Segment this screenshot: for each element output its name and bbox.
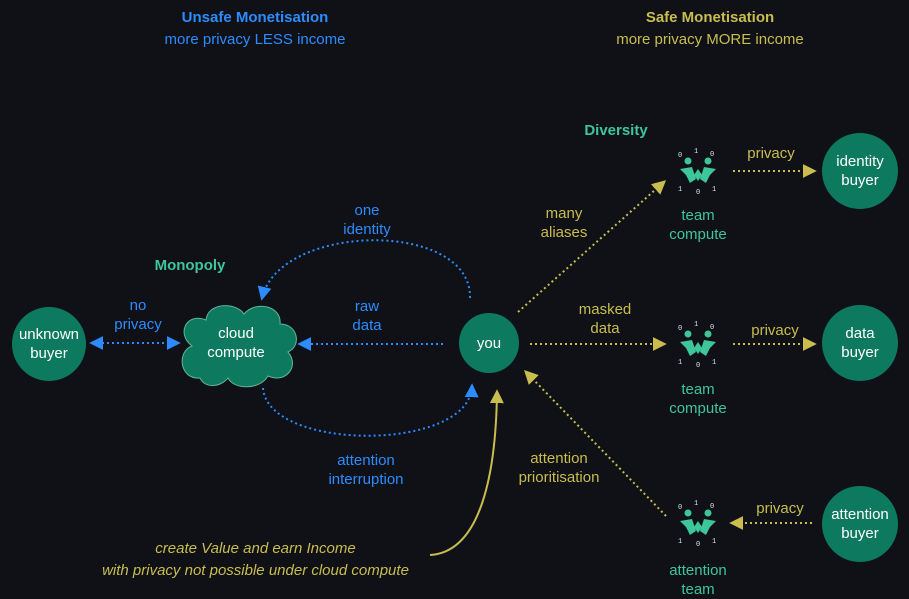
svg-text:0: 0 [678,325,682,333]
team-compute-icon: 0 1 0 1 0 1 [678,500,716,549]
safe-title: Safe Monetisation [645,9,775,26]
safe-subtitle: more privacy MORE income [616,31,804,48]
svg-text:1: 1 [712,538,716,546]
svg-text:1: 1 [694,500,698,508]
svg-text:0: 0 [696,189,700,197]
team1-line-1: team [681,207,715,224]
svg-text:0: 0 [678,152,682,160]
attention-interruption-line-2: interruption [328,471,404,488]
svg-text:0: 0 [696,541,700,549]
diversity-label: Diversity [584,122,648,139]
svg-text:0: 0 [710,324,714,332]
no-privacy-label: no privacy [98,296,178,334]
create-value-curve [429,389,504,556]
unknown-buyer-line-1: unknown [18,326,80,343]
many-aliases-line-1: many [545,205,583,222]
one-identity-line-2: identity [343,221,391,238]
attention-team-line-2: team [681,581,715,598]
you-node: you [459,313,519,373]
cloud-compute-shape [181,305,297,388]
raw-data-label: raw data [327,297,407,335]
you-label: you [476,334,502,352]
cloud-compute-line-2: compute [207,344,265,361]
team1-label: team compute [648,206,748,244]
no-privacy-line-1: no [129,297,147,314]
identity-buyer-line-1: identity [836,153,884,170]
svg-text:0: 0 [696,362,700,370]
attention-interruption-line-1: attention [337,452,395,469]
svg-text:0: 0 [710,503,714,511]
team2-line-2: compute [669,400,727,417]
svg-text:0: 0 [678,504,682,512]
svg-text:1: 1 [712,186,716,194]
many-aliases-line-2: aliases [540,224,588,241]
unsafe-subtitle: more privacy LESS income [164,31,346,48]
svg-text:1: 1 [678,186,682,194]
svg-text:1: 1 [694,321,698,329]
cloud-compute-label: cloud compute [192,324,280,362]
one-identity-line-1: one [354,202,380,219]
svg-text:1: 1 [678,538,682,546]
attention-buyer-line-2: buyer [841,525,879,542]
footer-line-2: with privacy not possible under cloud co… [102,562,409,579]
attention-buyer-node: attention buyer [822,486,898,562]
raw-data-line-2: data [352,317,382,334]
privacy-data-label: privacy [751,322,799,339]
many-aliases-label: many aliases [524,204,604,242]
team-compute-icon: 0 1 0 1 0 1 [678,321,716,370]
cloud-compute-line-1: cloud [218,325,254,342]
footer-line-1: create Value and earn Income [155,540,356,557]
privacy-attention-label: privacy [756,500,804,517]
team2-label: team compute [648,380,748,418]
one-identity-label: one identity [327,201,407,239]
attention-interruption-label: attention interruption [311,451,421,489]
attention-buyer-line-1: attention [831,506,889,523]
raw-data-line-1: raw [354,298,380,315]
identity-buyer-line-2: buyer [841,172,879,189]
no-privacy-line-2: privacy [114,316,162,333]
unknown-buyer-line-2: buyer [30,345,68,362]
data-buyer-node: data buyer [822,305,898,381]
team1-line-2: compute [669,226,727,243]
svg-text:1: 1 [694,148,698,156]
masked-data-line-2: data [590,320,620,337]
team-compute-icon: 0 1 0 1 0 1 [678,148,716,197]
team2-line-1: team [681,381,715,398]
svg-text:0: 0 [710,151,714,159]
data-buyer-line-2: buyer [841,344,879,361]
svg-text:1: 1 [712,359,716,367]
one-identity-edge [257,239,472,301]
svg-text:1: 1 [678,359,682,367]
masked-data-label: masked data [565,300,645,338]
monopoly-label: Monopoly [154,257,226,274]
attention-prioritisation-line-2: prioritisation [518,469,600,486]
privacy-identity-label: privacy [747,145,795,162]
identity-buyer-node: identity buyer [822,133,898,209]
attention-prioritisation-label: attention prioritisation [504,449,614,487]
unknown-buyer-node: unknown buyer [12,307,86,381]
data-buyer-line-1: data [845,325,875,342]
many-aliases-edge [517,180,667,313]
attention-team-line-1: attention [669,562,727,579]
unsafe-title: Unsafe Monetisation [181,9,329,26]
attention-prioritisation-edge [524,369,667,517]
attention-prioritisation-line-1: attention [530,450,588,467]
masked-data-line-1: masked [578,301,632,318]
attention-team-label: attention team [648,561,748,599]
attention-interruption-edge [262,383,479,437]
